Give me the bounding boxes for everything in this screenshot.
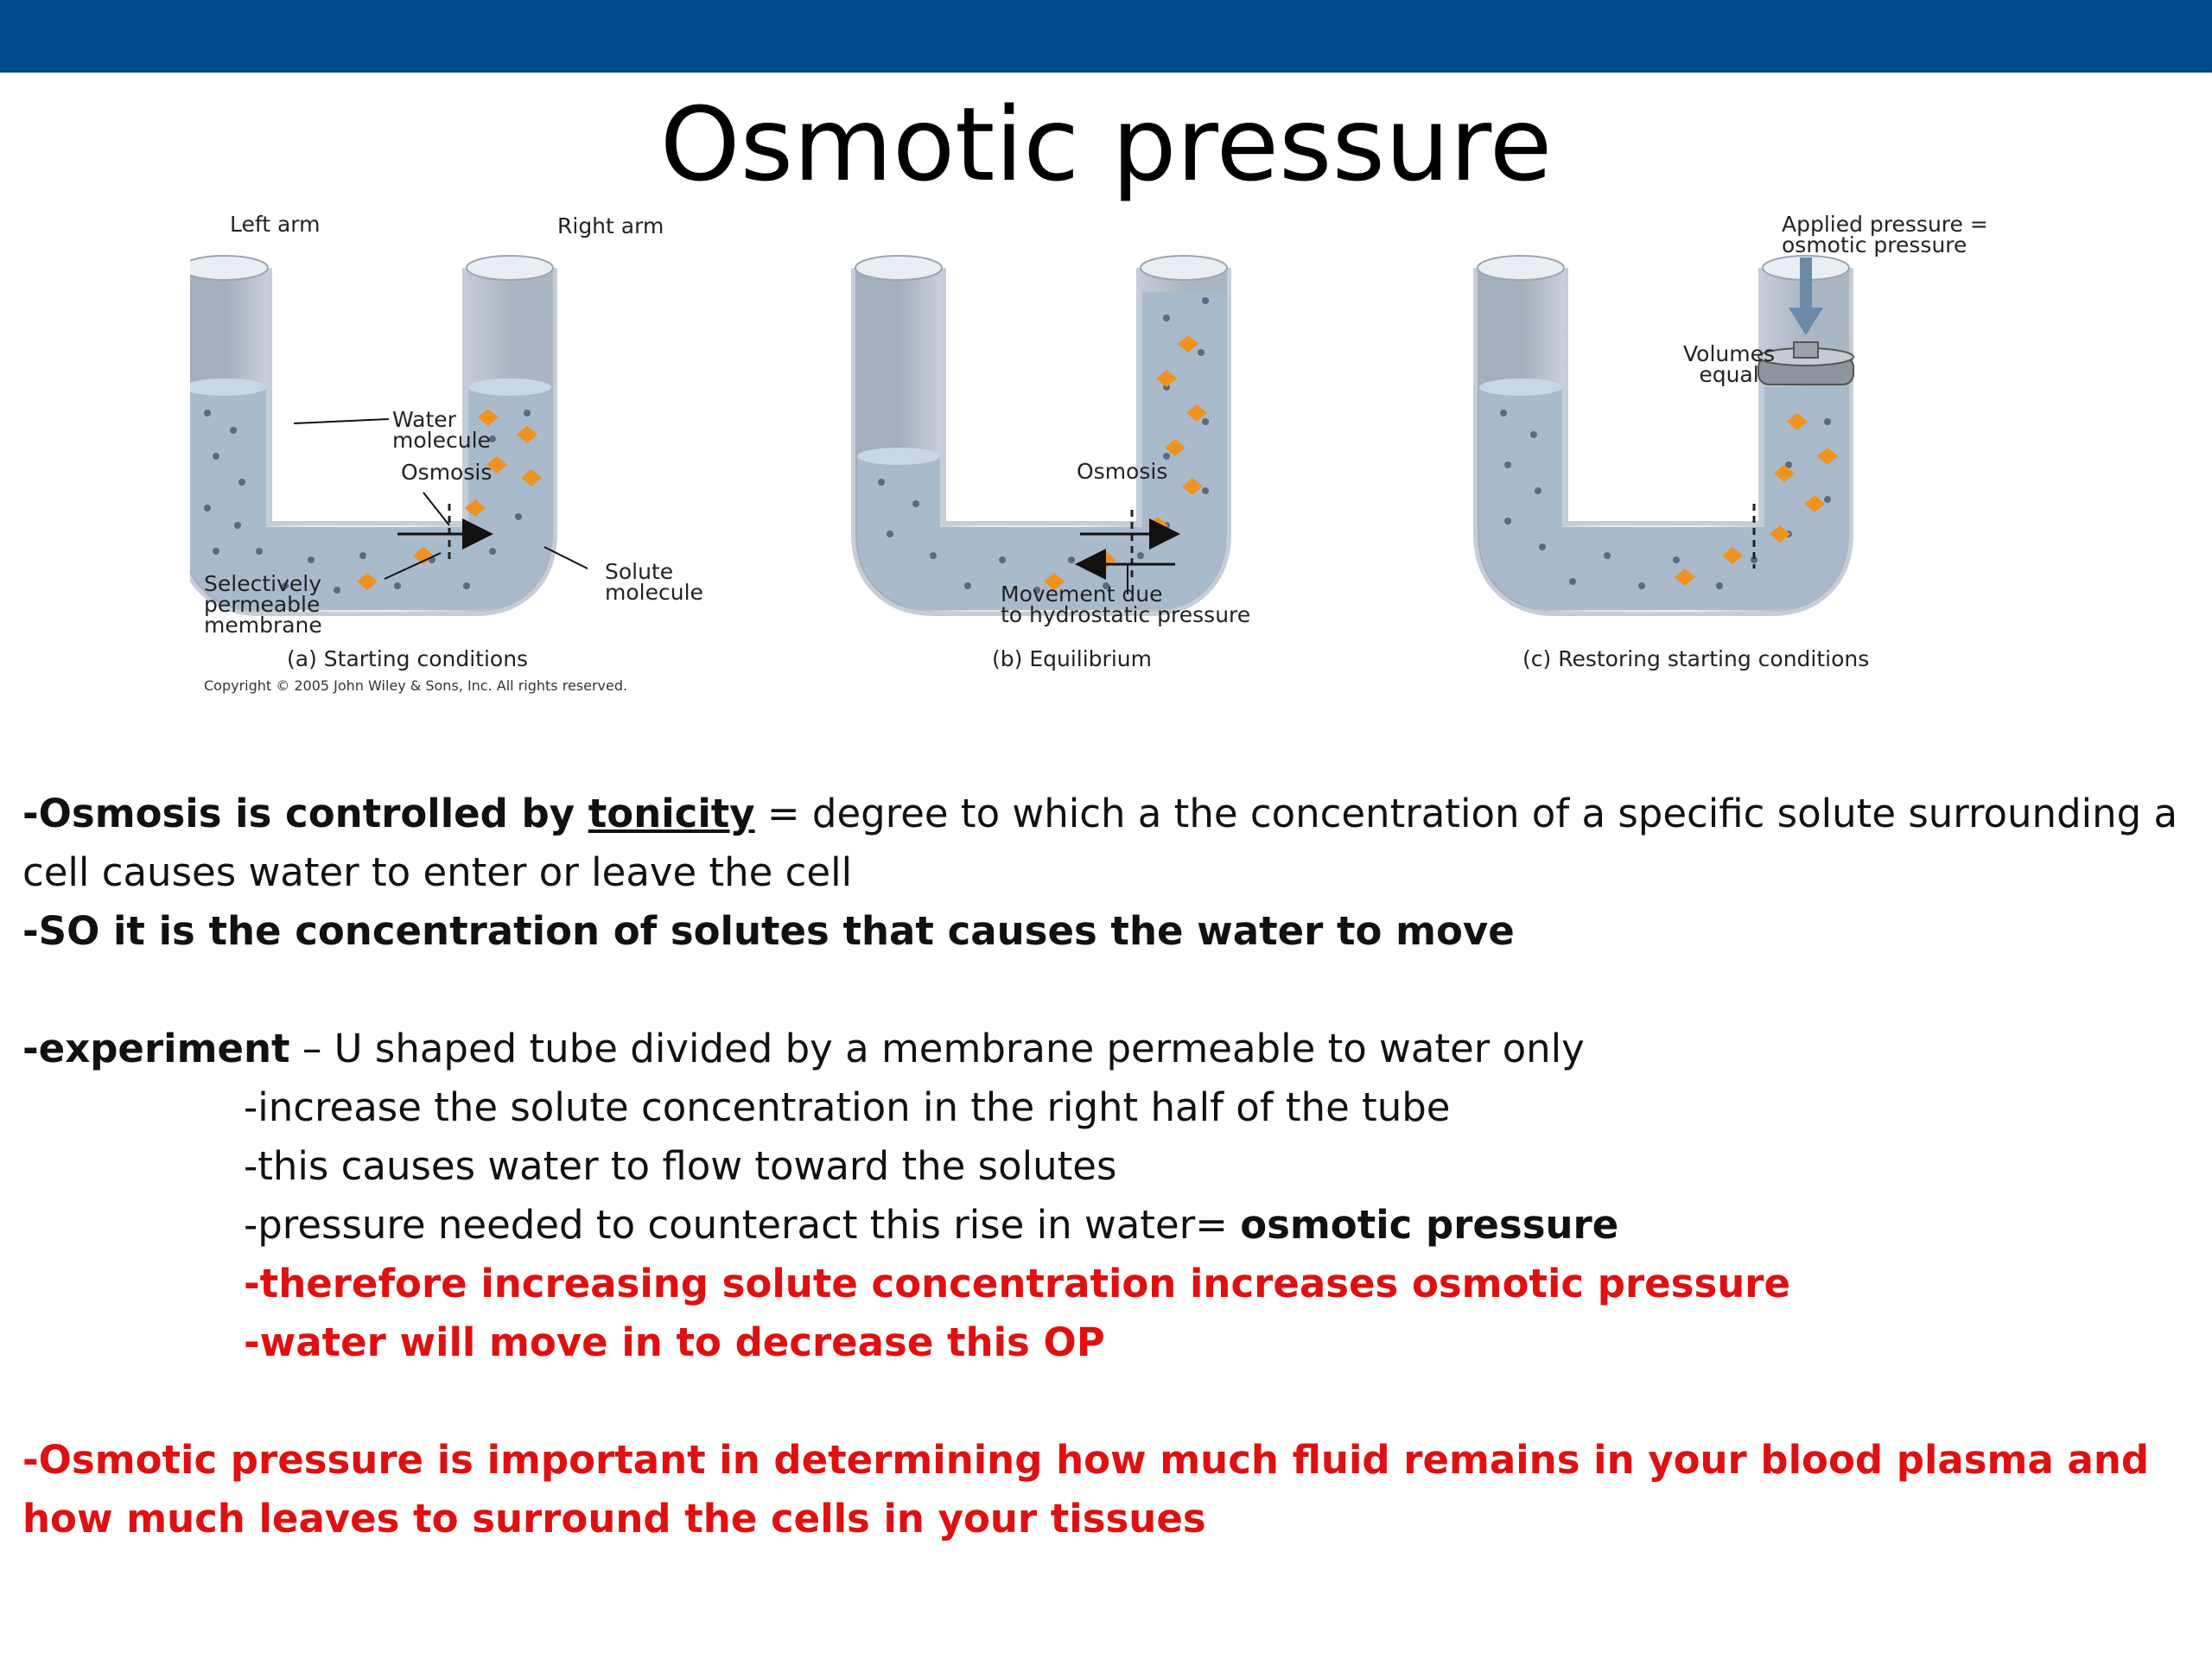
experiment-step-2: -this causes water to flow toward the so…	[244, 1143, 1117, 1189]
tube-b-water	[857, 292, 1225, 610]
tube-a-water	[190, 387, 551, 610]
paragraph-importance: -Osmotic pressure is important in determ…	[22, 1437, 2150, 1541]
step-3-term: osmotic pressure	[1240, 1202, 1619, 1248]
tube-c-left-level	[1479, 378, 1562, 396]
slide-title: Osmotic pressure	[659, 85, 1553, 204]
experiment-step-1: -increase the solute concentration in th…	[244, 1084, 1451, 1130]
experiment-description: – U shaped tube divided by a membrane pe…	[289, 1026, 1585, 1071]
caption-a: (a) Starting conditions	[287, 646, 529, 671]
label-osmosis-b: Osmosis	[1077, 459, 1168, 484]
tube-a-water-molecules	[204, 410, 535, 594]
tube-c-piston-knob	[1793, 341, 1819, 359]
label-applied-pressure: Applied pressure = osmotic pressure	[1782, 212, 1988, 257]
tube-a-solute-molecules	[357, 409, 542, 590]
label-hydrostatic: Movement due to hydrostatic pressure	[1001, 582, 1251, 627]
tonicity-lead: -Osmosis is controlled by	[22, 791, 588, 836]
tube-c-water	[1479, 387, 1847, 610]
tube-b-left-rim	[855, 255, 943, 281]
body-text: -Osmosis is controlled by tonicity = deg…	[22, 785, 2183, 1548]
tube-c-left-rim	[1477, 255, 1565, 281]
label-right-arm: Right arm	[557, 213, 664, 238]
tube-a-osmosis-leader	[423, 492, 450, 526]
experiment-label: -experiment	[22, 1026, 290, 1071]
step-3-text: -pressure needed to counteract this rise…	[244, 1202, 1241, 1248]
tube-a-left-rim	[190, 255, 269, 281]
figure-copyright: Copyright © 2005 John Wiley & Sons, Inc.…	[204, 677, 628, 694]
tube-a-right-rim	[466, 255, 554, 281]
tonicity-definition: = degree to which a the concentration of…	[22, 791, 2178, 895]
paragraph-solute-concentration: -SO it is the concentration of solutes t…	[22, 908, 1515, 954]
experiment-step-4: -therefore increasing solute concentrati…	[244, 1261, 1791, 1306]
tube-b-right-rim	[1140, 255, 1228, 281]
paragraph-tonicity: -Osmosis is controlled by tonicity = deg…	[22, 785, 2183, 902]
label-solute-molecule: Solute molecule	[605, 559, 703, 605]
caption-b: (b) Equilibrium	[992, 646, 1152, 671]
tube-a-left-level	[190, 378, 266, 396]
u-tube-diagram	[190, 255, 1854, 616]
osmosis-figure: Left arm Right arm Water molecule Osmosi…	[190, 206, 2074, 707]
header-bar	[0, 0, 2212, 73]
tube-c-pressure-arrow-head	[1789, 308, 1823, 335]
tube-a-water-leader	[293, 418, 390, 424]
tube-a	[190, 255, 588, 616]
experiment-step-5: -water will move in to decrease this OP	[244, 1319, 1105, 1365]
caption-c: (c) Restoring starting conditions	[1522, 646, 1870, 671]
tube-c	[1473, 255, 1854, 616]
tube-a-right-level	[468, 378, 551, 396]
spacer	[22, 1372, 2183, 1431]
spacer	[22, 961, 2183, 1020]
label-osmosis-a: Osmosis	[401, 460, 493, 485]
label-membrane: Selectively permeable membrane	[204, 571, 322, 638]
tube-c-solute-molecules	[1675, 413, 1838, 586]
paragraph-experiment: -experiment – U shaped tube divided by a…	[22, 1020, 2183, 1078]
experiment-step-3: -pressure needed to counteract this rise…	[22, 1196, 2183, 1255]
tube-a-solute-leader	[543, 546, 588, 569]
label-water-molecule: Water molecule	[392, 407, 491, 453]
tube-a-membrane-leader	[384, 552, 442, 580]
tube-b-left-level	[857, 448, 940, 465]
label-left-arm: Left arm	[230, 212, 321, 237]
tube-b	[851, 255, 1231, 616]
tonicity-term: tonicity	[588, 791, 755, 836]
label-volumes-equal: Volumes equal	[1683, 341, 1776, 387]
